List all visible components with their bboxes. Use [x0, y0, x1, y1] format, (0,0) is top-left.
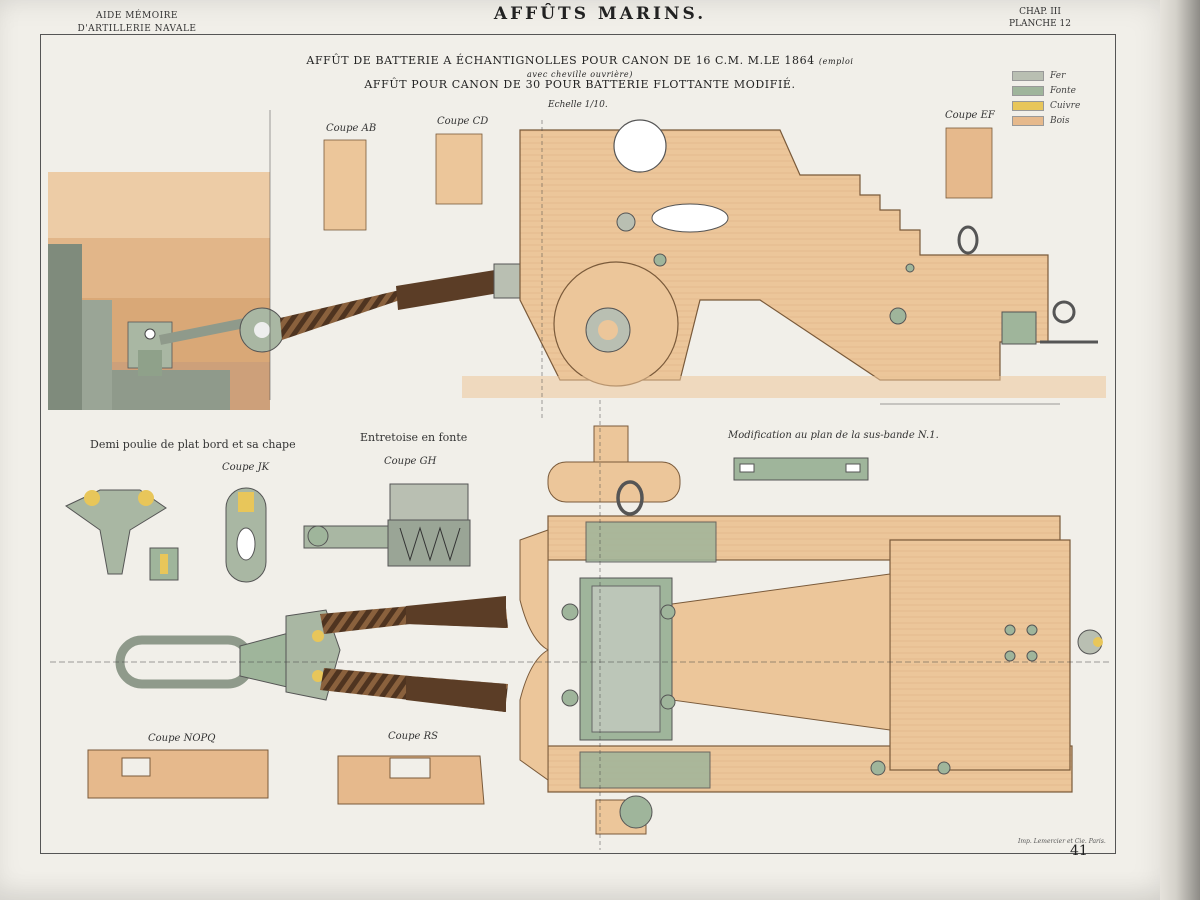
section-ef [945, 127, 993, 199]
legend-item: Fonte [1012, 83, 1080, 98]
scale-label: Echelle 1/10. [548, 100, 608, 110]
plate-frame [40, 34, 1116, 854]
legend-item: Cuivre [1012, 98, 1080, 113]
header-right: CHAP. III PLANCHE 12 [990, 6, 1090, 30]
label-modification: Modification au plan de la sus-bande N.1… [728, 430, 939, 441]
header-left-line1: AIDE MÉMOIRE [96, 11, 178, 21]
legend-item: Bois [1012, 113, 1080, 128]
legend-label: Fonte [1050, 85, 1076, 96]
header-plate: PLANCHE 12 [1008, 19, 1072, 29]
header-title: AFFÛTS MARINS. [493, 4, 707, 24]
label-coupe-cd: Coupe CD [437, 116, 489, 127]
drawing-canvas [48, 110, 1110, 850]
plate-title-line2: AFFÛT POUR CANON DE 30 POUR BATTERIE FLO… [364, 78, 796, 91]
front-axle [547, 425, 681, 835]
page-number: 41 [1070, 843, 1088, 859]
book-page-edge [1160, 0, 1200, 900]
legend-swatch [1012, 115, 1044, 126]
header-left-line2: D'ARTILLERIE NAVALE [77, 24, 197, 34]
label-coupe-jk: Coupe JK [222, 462, 270, 473]
header-left: AIDE MÉMOIRE D'ARTILLERIE NAVALE [62, 10, 212, 36]
legend-swatch [1012, 100, 1044, 111]
legend-item: Fer [1012, 68, 1080, 83]
label-demi-poulie: Demi poulie de plat bord et sa chape [90, 438, 296, 451]
legend-label: Fer [1050, 70, 1066, 81]
section-ab [323, 139, 367, 231]
label-coupe-rs: Coupe RS [388, 731, 438, 742]
legend-swatch [1012, 70, 1044, 81]
label-coupe-gh: Coupe GH [384, 456, 437, 467]
plan-tackle [115, 596, 508, 712]
coupe-jk-detail [225, 487, 267, 583]
label-coupe-ef: Coupe EF [945, 110, 995, 121]
coupe-gh-detail [303, 483, 471, 567]
modification-strap [733, 457, 869, 481]
section-rs [337, 755, 485, 805]
label-entretoise: Entretoise en fonte [360, 431, 468, 444]
sight-slot [651, 203, 729, 233]
carriage-plan-view [519, 515, 1103, 793]
plate-title-line1-note: (emploi avec cheville ouvrière) [527, 57, 854, 79]
ring-bolt-icon [957, 225, 979, 255]
legend-label: Cuivre [1050, 100, 1081, 111]
pulley-detail [65, 489, 179, 581]
plate-title-line1-text: AFFÛT DE BATTERIE A ÉCHANTIGNOLLES POUR … [306, 54, 815, 67]
printer-credit: Imp. Lemercier et Cie. Paris. [1018, 838, 1106, 845]
header-chapter: CHAP. III [1019, 7, 1061, 17]
wall-bracket-icon [127, 321, 173, 376]
construction-lines [50, 110, 1110, 850]
legend-swatch [1012, 85, 1044, 96]
section-cd [435, 133, 483, 205]
label-coupe-nopq: Coupe NOPQ [148, 733, 216, 744]
section-nopq [87, 749, 269, 799]
legend-label: Bois [1050, 115, 1070, 126]
plate-title-line1: AFFÛT DE BATTERIE A ÉCHANTIGNOLLES POUR … [300, 54, 860, 80]
rear-fitting [1001, 311, 1037, 345]
material-legend: Fer Fonte Cuivre Bois [1012, 68, 1080, 128]
deck-plank [462, 376, 1106, 398]
label-coupe-ab: Coupe AB [326, 123, 377, 134]
carriage-side-view [519, 119, 1098, 387]
trunnion-bore [613, 119, 667, 173]
